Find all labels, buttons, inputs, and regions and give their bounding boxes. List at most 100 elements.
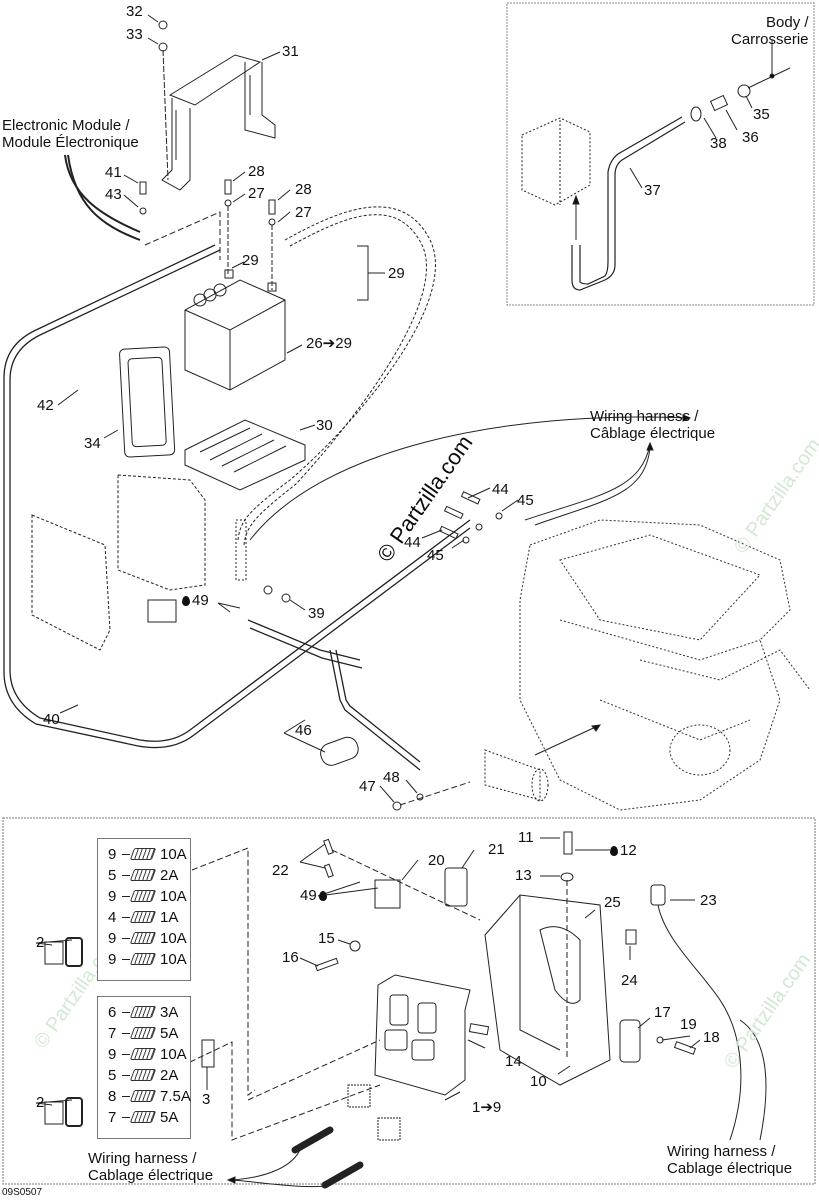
fuse-item: 9 [108, 1045, 117, 1063]
callout-26-29: 26➔29 [306, 335, 352, 352]
callout-45: 45 [517, 492, 534, 509]
callout-37: 37 [644, 182, 661, 199]
fuse-icon [129, 932, 157, 944]
callout-11: 11 [518, 829, 534, 846]
callout-24: 24 [621, 972, 638, 989]
callout-44: 44 [404, 534, 421, 551]
bolt-11 [563, 831, 573, 855]
callout-30: 30 [316, 417, 333, 434]
fuse-puller-2a [44, 941, 64, 965]
fuse-module [374, 974, 471, 1096]
fuse-icon [129, 1027, 157, 1039]
note-line-fr: Cablage électrique [667, 1160, 793, 1177]
fuse-icon [129, 911, 157, 923]
note-line-en: Wiring harness / [590, 408, 699, 425]
diagram-code: 09S0507 [2, 1187, 43, 1198]
note-line-en: Wiring harness / [88, 1150, 197, 1167]
vent-tube-inset [521, 40, 791, 291]
fuse-block-21 [444, 867, 468, 907]
callout-38: 38 [710, 135, 727, 152]
note-wiring-harness-bottom-right: Wiring harness / Cablage électrique [667, 1143, 792, 1177]
callout-34: 34 [84, 435, 101, 452]
callout-45: 45 [427, 547, 444, 564]
callout-44: 44 [492, 481, 509, 498]
relay-20 [374, 879, 401, 909]
callout-21: 21 [488, 841, 505, 858]
lubricant-drop-icon [182, 596, 190, 606]
callout-32: 32 [126, 3, 143, 20]
fuse-icon [129, 1090, 157, 1102]
plate-3 [201, 1039, 215, 1068]
note-wiring-harness-top: Wiring harness / Câblage électrique [590, 408, 715, 442]
fuse-rating: 5A [160, 1024, 179, 1042]
note-line-fr: Cablage électrique [88, 1167, 214, 1184]
fuse-rating: 2A [160, 866, 179, 884]
callout-48: 48 [383, 769, 400, 786]
fuse-item: 8 [108, 1087, 117, 1105]
callout-27: 27 [248, 185, 265, 202]
callout-46: 46 [295, 722, 312, 739]
battery [184, 269, 286, 391]
battery-cable-40 [9, 249, 471, 742]
fuse-rating: 10A [160, 929, 187, 947]
fuse-row: 9 10A [108, 929, 187, 947]
clip-14 [468, 1023, 490, 1036]
callout-43: 43 [105, 186, 122, 203]
callout-19: 19 [680, 1016, 697, 1033]
callout-13: 13 [515, 867, 532, 884]
note-line-fr: Carrosserie [731, 31, 809, 48]
fuse-item: 6 [108, 1003, 117, 1021]
fuse-icon [129, 890, 157, 902]
fuse-rating: 2A [160, 1066, 179, 1084]
callout-28: 28 [248, 163, 265, 180]
callout-15: 15 [318, 930, 335, 947]
fuse-item: 7 [108, 1108, 117, 1126]
module-wire [67, 154, 141, 241]
fuse-rating: 5A [160, 1108, 179, 1126]
engine-outline [519, 519, 811, 811]
callout-41: 41 [105, 164, 122, 181]
note-body: Body / Carrosserie [731, 14, 809, 48]
callout-49-text: 49 [300, 887, 317, 904]
callout-35: 35 [753, 106, 770, 123]
switch-17 [619, 1019, 641, 1063]
note-line-en: Body / [766, 14, 809, 31]
fuse-rating: 1A [160, 908, 179, 926]
callout-16: 16 [282, 949, 299, 966]
module-silhouette [31, 474, 206, 651]
fuse-item: 9 [108, 887, 117, 905]
callout-10: 10 [530, 1073, 547, 1090]
callout-40: 40 [43, 711, 60, 728]
callout-12: 12 [610, 843, 637, 859]
fuse-icon [129, 869, 157, 881]
connector-24 [625, 929, 637, 945]
note-line-en: Wiring harness / [667, 1143, 776, 1160]
callout-49: 49 [182, 593, 209, 609]
fuse-rating: 10A [160, 950, 187, 968]
note-electronic-module: Electronic Module / Module Électronique [2, 117, 139, 151]
callout-23: 23 [700, 892, 717, 909]
callout-20: 20 [428, 852, 445, 869]
washer-33 [158, 42, 168, 52]
fuse-puller-2b [44, 1101, 64, 1125]
inset-frame-fuse-module [2, 817, 816, 1185]
callout-3: 3 [202, 1091, 211, 1108]
note-line-en: Electronic Module / [2, 117, 130, 134]
fuse-icon [129, 1111, 157, 1123]
fuse-icon [129, 953, 157, 965]
connector-23 [650, 884, 666, 906]
fuse-row: 7 5A [108, 1108, 178, 1126]
fuse-rating: 10A [160, 845, 187, 863]
note-wiring-harness-bottom-left: Wiring harness / Cablage électrique [88, 1150, 213, 1184]
callout-42: 42 [37, 397, 54, 414]
callout-27: 27 [295, 204, 312, 221]
fuse-item: 9 [108, 929, 117, 947]
callout-49-text: 49 [192, 592, 209, 609]
nut-32 [158, 20, 168, 30]
